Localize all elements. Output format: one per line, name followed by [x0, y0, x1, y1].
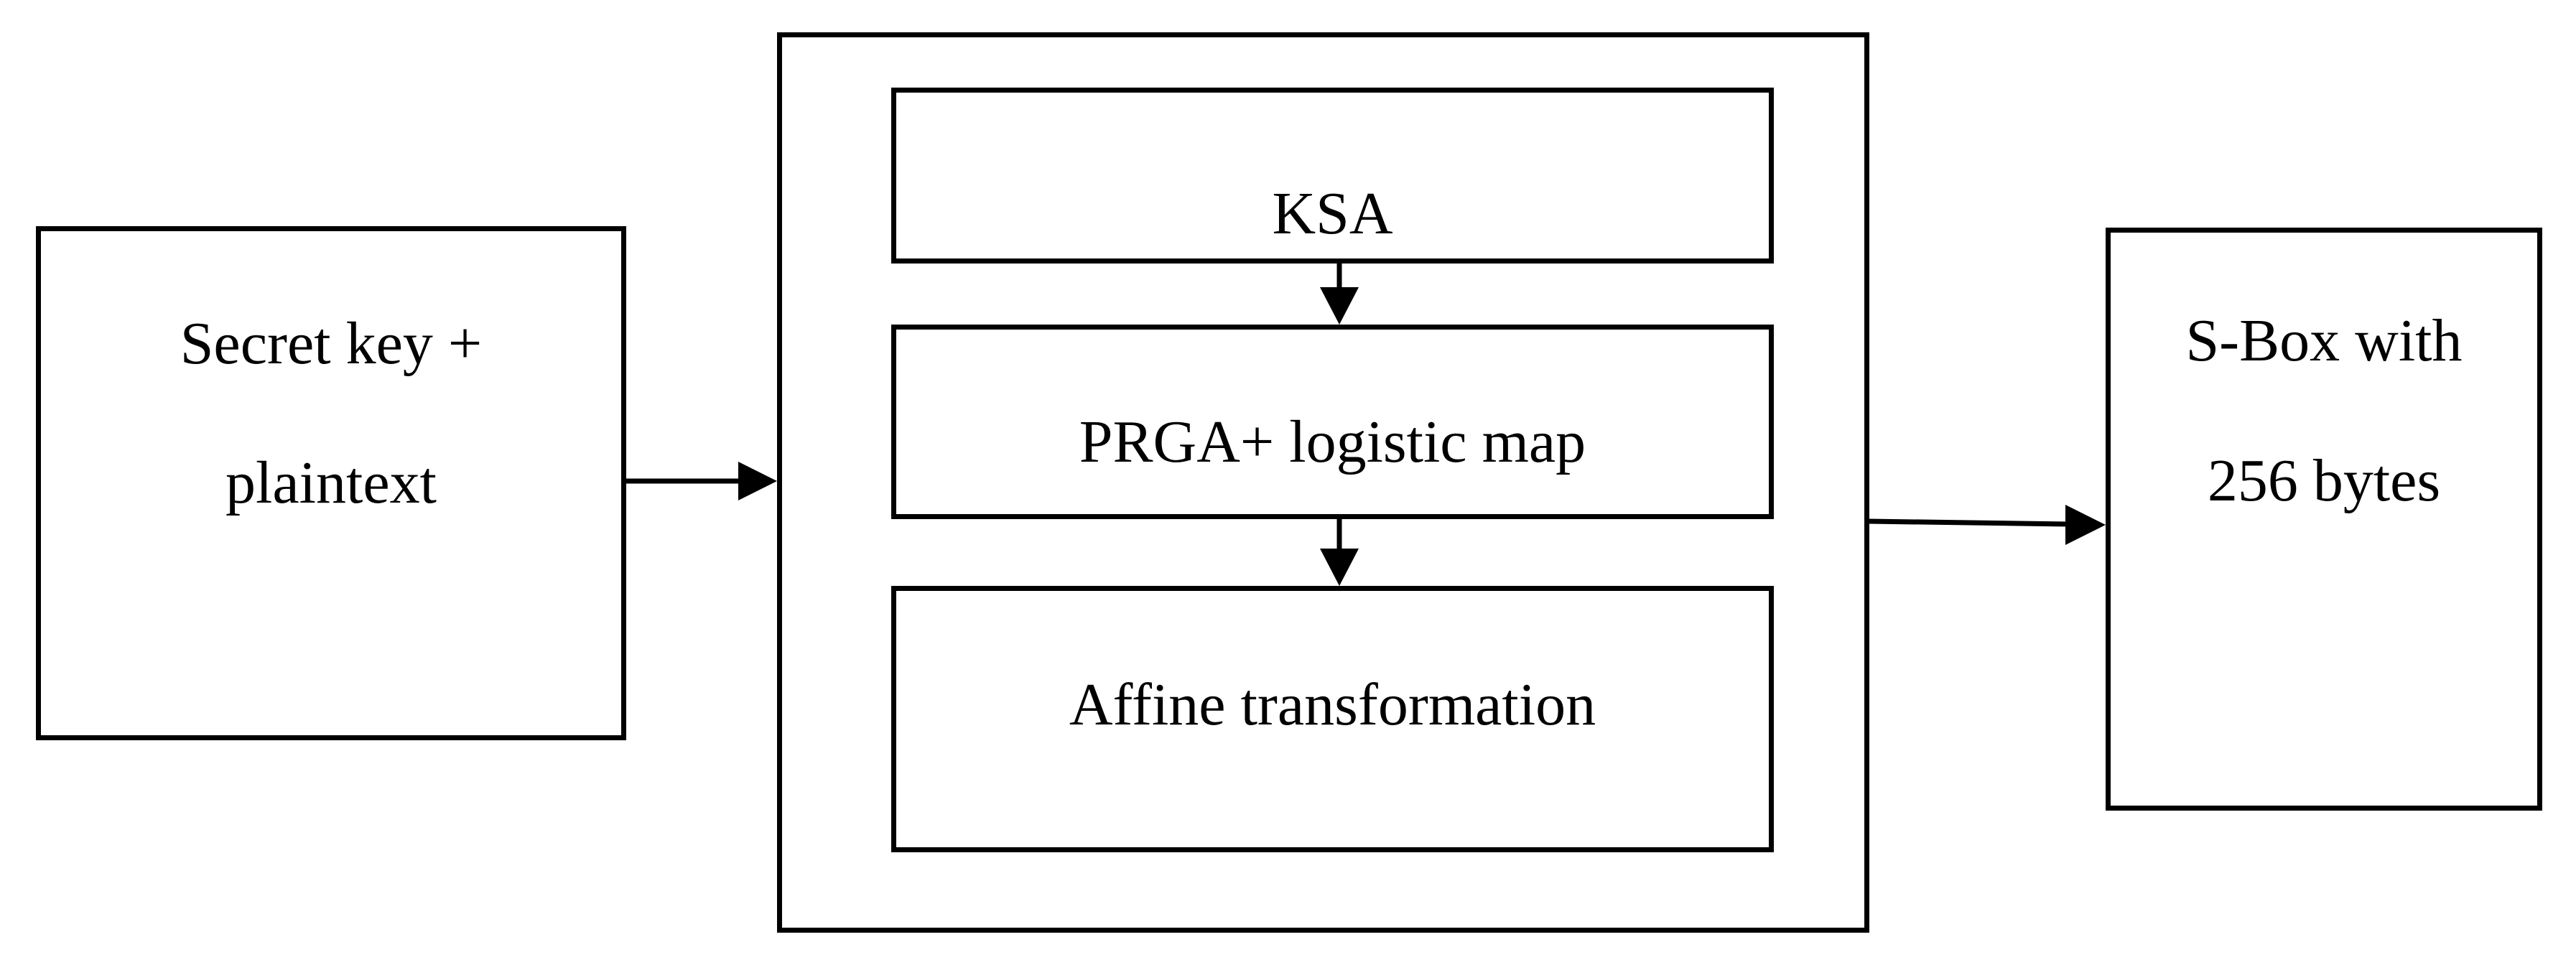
ksa-box: KSA: [891, 88, 1774, 264]
input-box: Secret key + plaintext: [36, 226, 626, 740]
affine-box: Affine transformation: [891, 586, 1774, 852]
prga-box: PRGA+ logistic map: [891, 325, 1774, 519]
input-box-line-1: Secret key +: [180, 310, 483, 377]
output-box: S-Box with 256 bytes: [2106, 228, 2542, 811]
output-box-line-2: 256 bytes: [2207, 447, 2441, 514]
output-box-line-1: S-Box with: [2185, 307, 2463, 374]
process-to-output-arrow-line: [1869, 518, 2069, 527]
input-box-line-2: plaintext: [225, 449, 437, 516]
prga-label: PRGA+ logistic map: [1079, 409, 1586, 475]
input-to-process-arrowhead: [738, 462, 777, 500]
affine-label: Affine transformation: [1069, 671, 1596, 738]
ksa-label: KSA: [1272, 180, 1393, 247]
process-to-output-arrowhead: [2065, 505, 2106, 545]
